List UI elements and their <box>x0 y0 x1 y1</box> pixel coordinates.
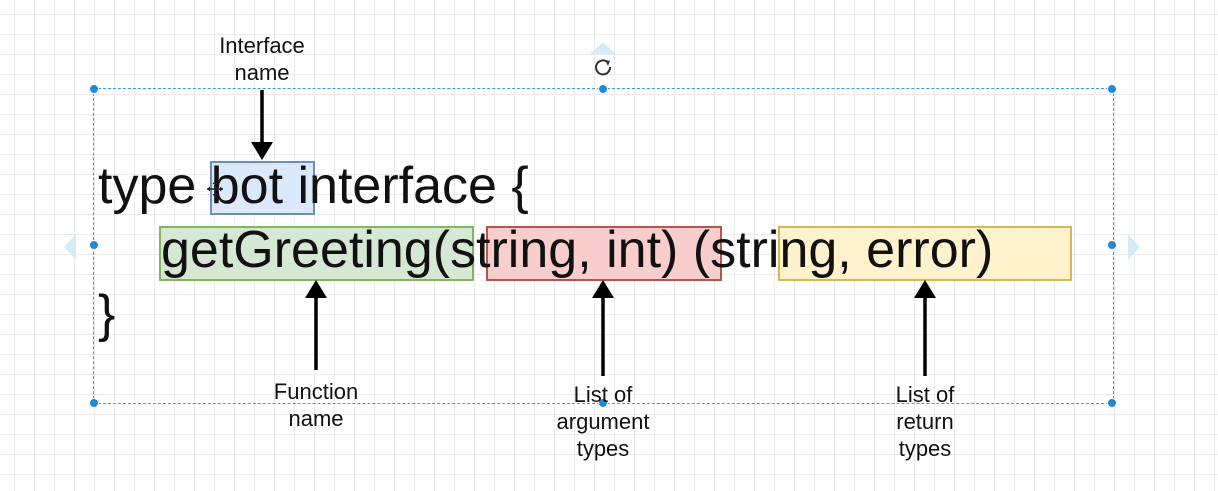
clone-arrow-up-icon[interactable] <box>588 40 618 56</box>
code-argument-types: string, int <box>450 221 662 279</box>
code-line-3: } <box>98 285 116 343</box>
move-cursor-icon <box>207 181 223 197</box>
resize-handle-middle-right[interactable] <box>1107 240 1117 250</box>
label-interface-name: Interface name <box>197 32 327 86</box>
label-argument-types: List of argument types <box>533 381 673 462</box>
arrow-function-name <box>305 280 327 370</box>
label-function-name: Function name <box>251 378 381 432</box>
rotate-icon[interactable] <box>592 56 614 78</box>
resize-handle-top-center[interactable] <box>598 84 608 94</box>
code-function-name: getGreeting( <box>161 221 451 279</box>
code-interface-name: bot <box>210 157 284 215</box>
interface-name-highlight <box>210 161 315 215</box>
label-line: List of <box>895 382 955 407</box>
code-keyword-type: type <box>98 157 197 215</box>
label-line: argument <box>556 409 650 434</box>
resize-handle-bottom-left[interactable] <box>89 398 99 408</box>
label-line: List of <box>573 382 633 407</box>
arrow-argument-types <box>592 280 614 376</box>
label-line: return <box>896 409 954 434</box>
arrow-return-types <box>914 280 936 376</box>
resize-handle-top-left[interactable] <box>89 84 99 94</box>
label-return-types: List of return types <box>860 381 990 462</box>
code-close-paren: ) <box>975 221 994 279</box>
clone-arrow-right-icon[interactable] <box>1126 232 1142 262</box>
code-return-types: string, error <box>710 221 976 279</box>
resize-handle-top-right[interactable] <box>1107 84 1117 94</box>
resize-handle-bottom-center[interactable] <box>598 398 608 408</box>
label-line: name <box>234 60 290 85</box>
resize-handle-middle-left[interactable] <box>89 240 99 250</box>
arrow-interface-name <box>251 90 273 160</box>
label-line: name <box>288 406 344 431</box>
resize-handle-bottom-right[interactable] <box>1107 398 1117 408</box>
label-line: Interface <box>219 33 305 58</box>
clone-arrow-left-icon[interactable] <box>62 232 78 262</box>
code-paren-separator: ) ( <box>661 221 711 279</box>
label-line: types <box>576 436 630 461</box>
function-name-highlight <box>159 226 474 281</box>
label-line: Function <box>273 379 359 404</box>
code-line-1: type bot interface { <box>98 158 529 214</box>
label-line: types <box>898 436 952 461</box>
code-line-2: getGreeting(string, int) (string, error) <box>161 222 993 278</box>
code-interface-keyword: interface { <box>297 157 529 215</box>
argument-types-highlight <box>486 226 722 281</box>
